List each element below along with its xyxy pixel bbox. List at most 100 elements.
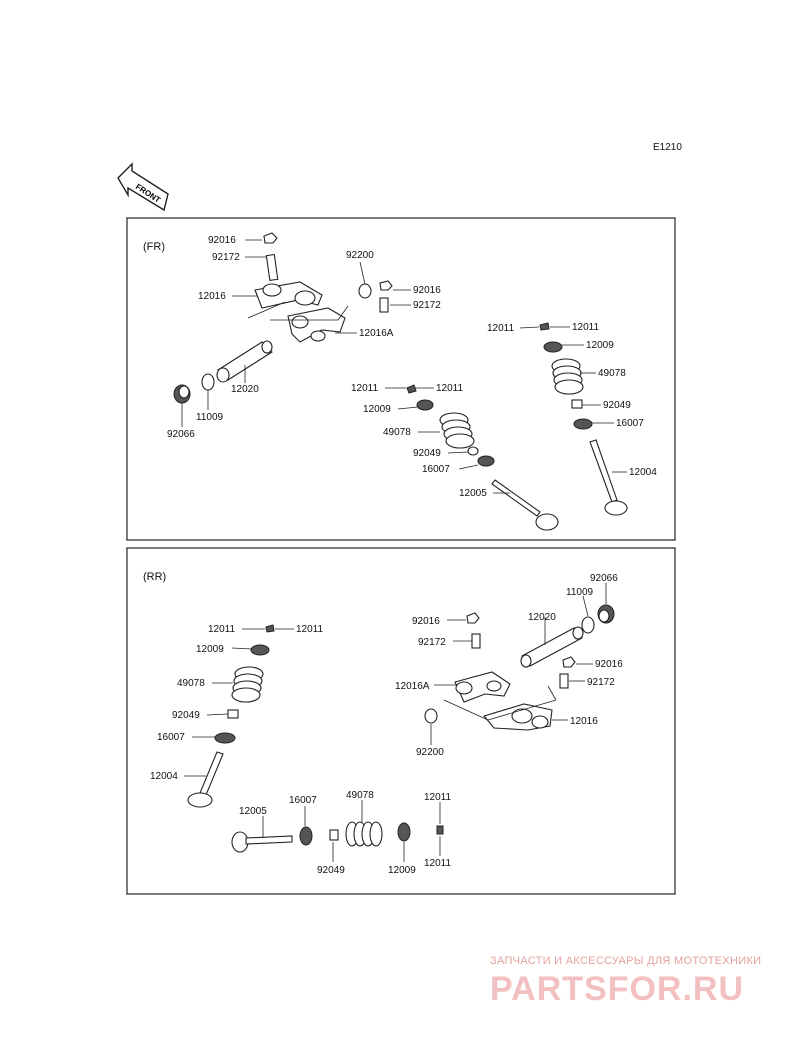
retainer-12009-a bbox=[416, 399, 434, 411]
rocker-arm-12016a-rr bbox=[454, 671, 511, 703]
callout: 12004 bbox=[150, 771, 178, 782]
callout: 12009 bbox=[586, 340, 614, 351]
rocker-shaft-12020 bbox=[216, 340, 273, 383]
callout: 49078 bbox=[346, 790, 374, 801]
callout: 92066 bbox=[167, 429, 195, 440]
callout: 12011 bbox=[572, 322, 600, 333]
o-ring-11009-rr bbox=[581, 616, 595, 634]
callout: 92200 bbox=[416, 747, 444, 758]
callout: 12009 bbox=[196, 644, 224, 655]
callout: 12004 bbox=[629, 467, 657, 478]
section-rr-frame bbox=[126, 547, 676, 895]
seal-92049-b bbox=[571, 399, 583, 409]
seat-16007-rr-b bbox=[299, 826, 313, 846]
rocker-arm-12016-rr bbox=[483, 703, 553, 731]
callout: 92172 bbox=[418, 637, 446, 648]
keeper-12011-rr-a bbox=[265, 624, 275, 633]
callout: 12005 bbox=[239, 806, 267, 817]
stud-92172-rr-a bbox=[471, 633, 481, 649]
callout: 49078 bbox=[598, 368, 626, 379]
callout: 12020 bbox=[231, 384, 259, 395]
front-arrow-icon: FRONT bbox=[117, 162, 169, 212]
spring-49078-rr-b bbox=[345, 821, 383, 847]
seat-16007-rr-a bbox=[214, 732, 236, 744]
plug-92066-rr bbox=[597, 604, 615, 624]
o-ring-11009 bbox=[201, 373, 215, 391]
nut-92016-rr-a bbox=[466, 612, 480, 624]
spring-49078-a bbox=[439, 412, 475, 449]
callout: 12020 bbox=[528, 612, 556, 623]
callout: 92049 bbox=[603, 400, 631, 411]
callout: 11009 bbox=[196, 412, 224, 423]
watermark: ЗАПЧАСТИ И АКСЕССУАРЫ ДЛЯ МОТОТЕХНИКИ PA… bbox=[490, 955, 761, 1008]
o-ring-92200-rr bbox=[424, 708, 438, 724]
plug-92066 bbox=[173, 384, 191, 404]
callout: 16007 bbox=[289, 795, 317, 806]
callout: 12016 bbox=[198, 291, 226, 302]
nut-92016-rr-b bbox=[562, 656, 576, 668]
callout: 92172 bbox=[212, 252, 240, 263]
nut-92016-a bbox=[263, 232, 278, 244]
section-rr-label: (RR) bbox=[143, 571, 166, 583]
valve-12004-rr bbox=[187, 751, 224, 808]
callout: 12011 bbox=[351, 383, 379, 394]
callout: 16007 bbox=[616, 418, 644, 429]
callout: 12005 bbox=[459, 488, 487, 499]
retainer-12009-rr-b bbox=[397, 822, 411, 842]
stud-92172-b bbox=[379, 297, 389, 313]
callout: 92016 bbox=[595, 659, 623, 670]
callout: 12011 bbox=[424, 792, 452, 803]
seat-16007-a bbox=[477, 455, 495, 467]
seat-16007-b bbox=[573, 418, 593, 430]
spring-49078-rr-a bbox=[231, 666, 264, 703]
rocker-shaft-12020-rr bbox=[520, 626, 584, 668]
rr-callouts: 92066 11009 12020 92016 92172 92016 9217… bbox=[150, 573, 623, 876]
callout: 11009 bbox=[566, 587, 594, 598]
rocker-arm-12016 bbox=[254, 253, 323, 309]
keeper-12011-b bbox=[539, 322, 550, 331]
stud-92172-rr-b bbox=[559, 673, 569, 689]
section-fr: (FR) bbox=[126, 217, 676, 541]
section-rr: (RR) bbox=[126, 547, 676, 895]
callout: 92200 bbox=[346, 250, 374, 261]
section-fr-frame bbox=[126, 217, 676, 541]
rocker-arm-12016a bbox=[287, 307, 346, 343]
callout: 49078 bbox=[383, 427, 411, 438]
section-fr-label: (FR) bbox=[143, 241, 165, 253]
callout: 12016 bbox=[570, 716, 598, 727]
callout: 92172 bbox=[587, 677, 615, 688]
callout: 12009 bbox=[363, 404, 391, 415]
keeper-12011-a bbox=[406, 384, 417, 394]
callout: 92049 bbox=[317, 865, 345, 876]
callout: 92016 bbox=[208, 235, 236, 246]
callout: 12009 bbox=[388, 865, 416, 876]
watermark-brand: PARTSFOR.RU bbox=[490, 970, 744, 1008]
callout: 92016 bbox=[413, 285, 441, 296]
valve-12005-rr bbox=[231, 831, 293, 853]
callout: 12016A bbox=[395, 681, 430, 692]
keeper-12011-rr-b bbox=[436, 825, 444, 835]
callout: 92066 bbox=[590, 573, 618, 584]
callout: 92172 bbox=[413, 300, 441, 311]
fr-callouts: 92016 92172 92200 92016 92172 12016 1201… bbox=[167, 235, 657, 499]
retainer-12009-b bbox=[543, 341, 563, 353]
watermark-tagline: ЗАПЧАСТИ И АКСЕССУАРЫ ДЛЯ МОТОТЕХНИКИ bbox=[490, 955, 761, 967]
callout: 16007 bbox=[157, 732, 185, 743]
valve-12005 bbox=[491, 479, 559, 531]
callout: 12011 bbox=[424, 858, 452, 869]
callout: 12011 bbox=[436, 383, 464, 394]
callout: 92049 bbox=[172, 710, 200, 721]
spring-49078-b bbox=[551, 358, 584, 395]
seal-92049-rr-b bbox=[329, 829, 339, 841]
callout: 12011 bbox=[487, 323, 515, 334]
callout: 12011 bbox=[296, 624, 324, 635]
callout: 92049 bbox=[413, 448, 441, 459]
retainer-12009-rr-a bbox=[250, 644, 270, 656]
seal-92049-a bbox=[467, 446, 479, 456]
diagram-code: E1210 bbox=[653, 142, 682, 153]
nut-92016-b bbox=[379, 280, 393, 291]
callout: 49078 bbox=[177, 678, 205, 689]
valve-12004-a bbox=[589, 439, 628, 516]
callout: 16007 bbox=[422, 464, 450, 475]
